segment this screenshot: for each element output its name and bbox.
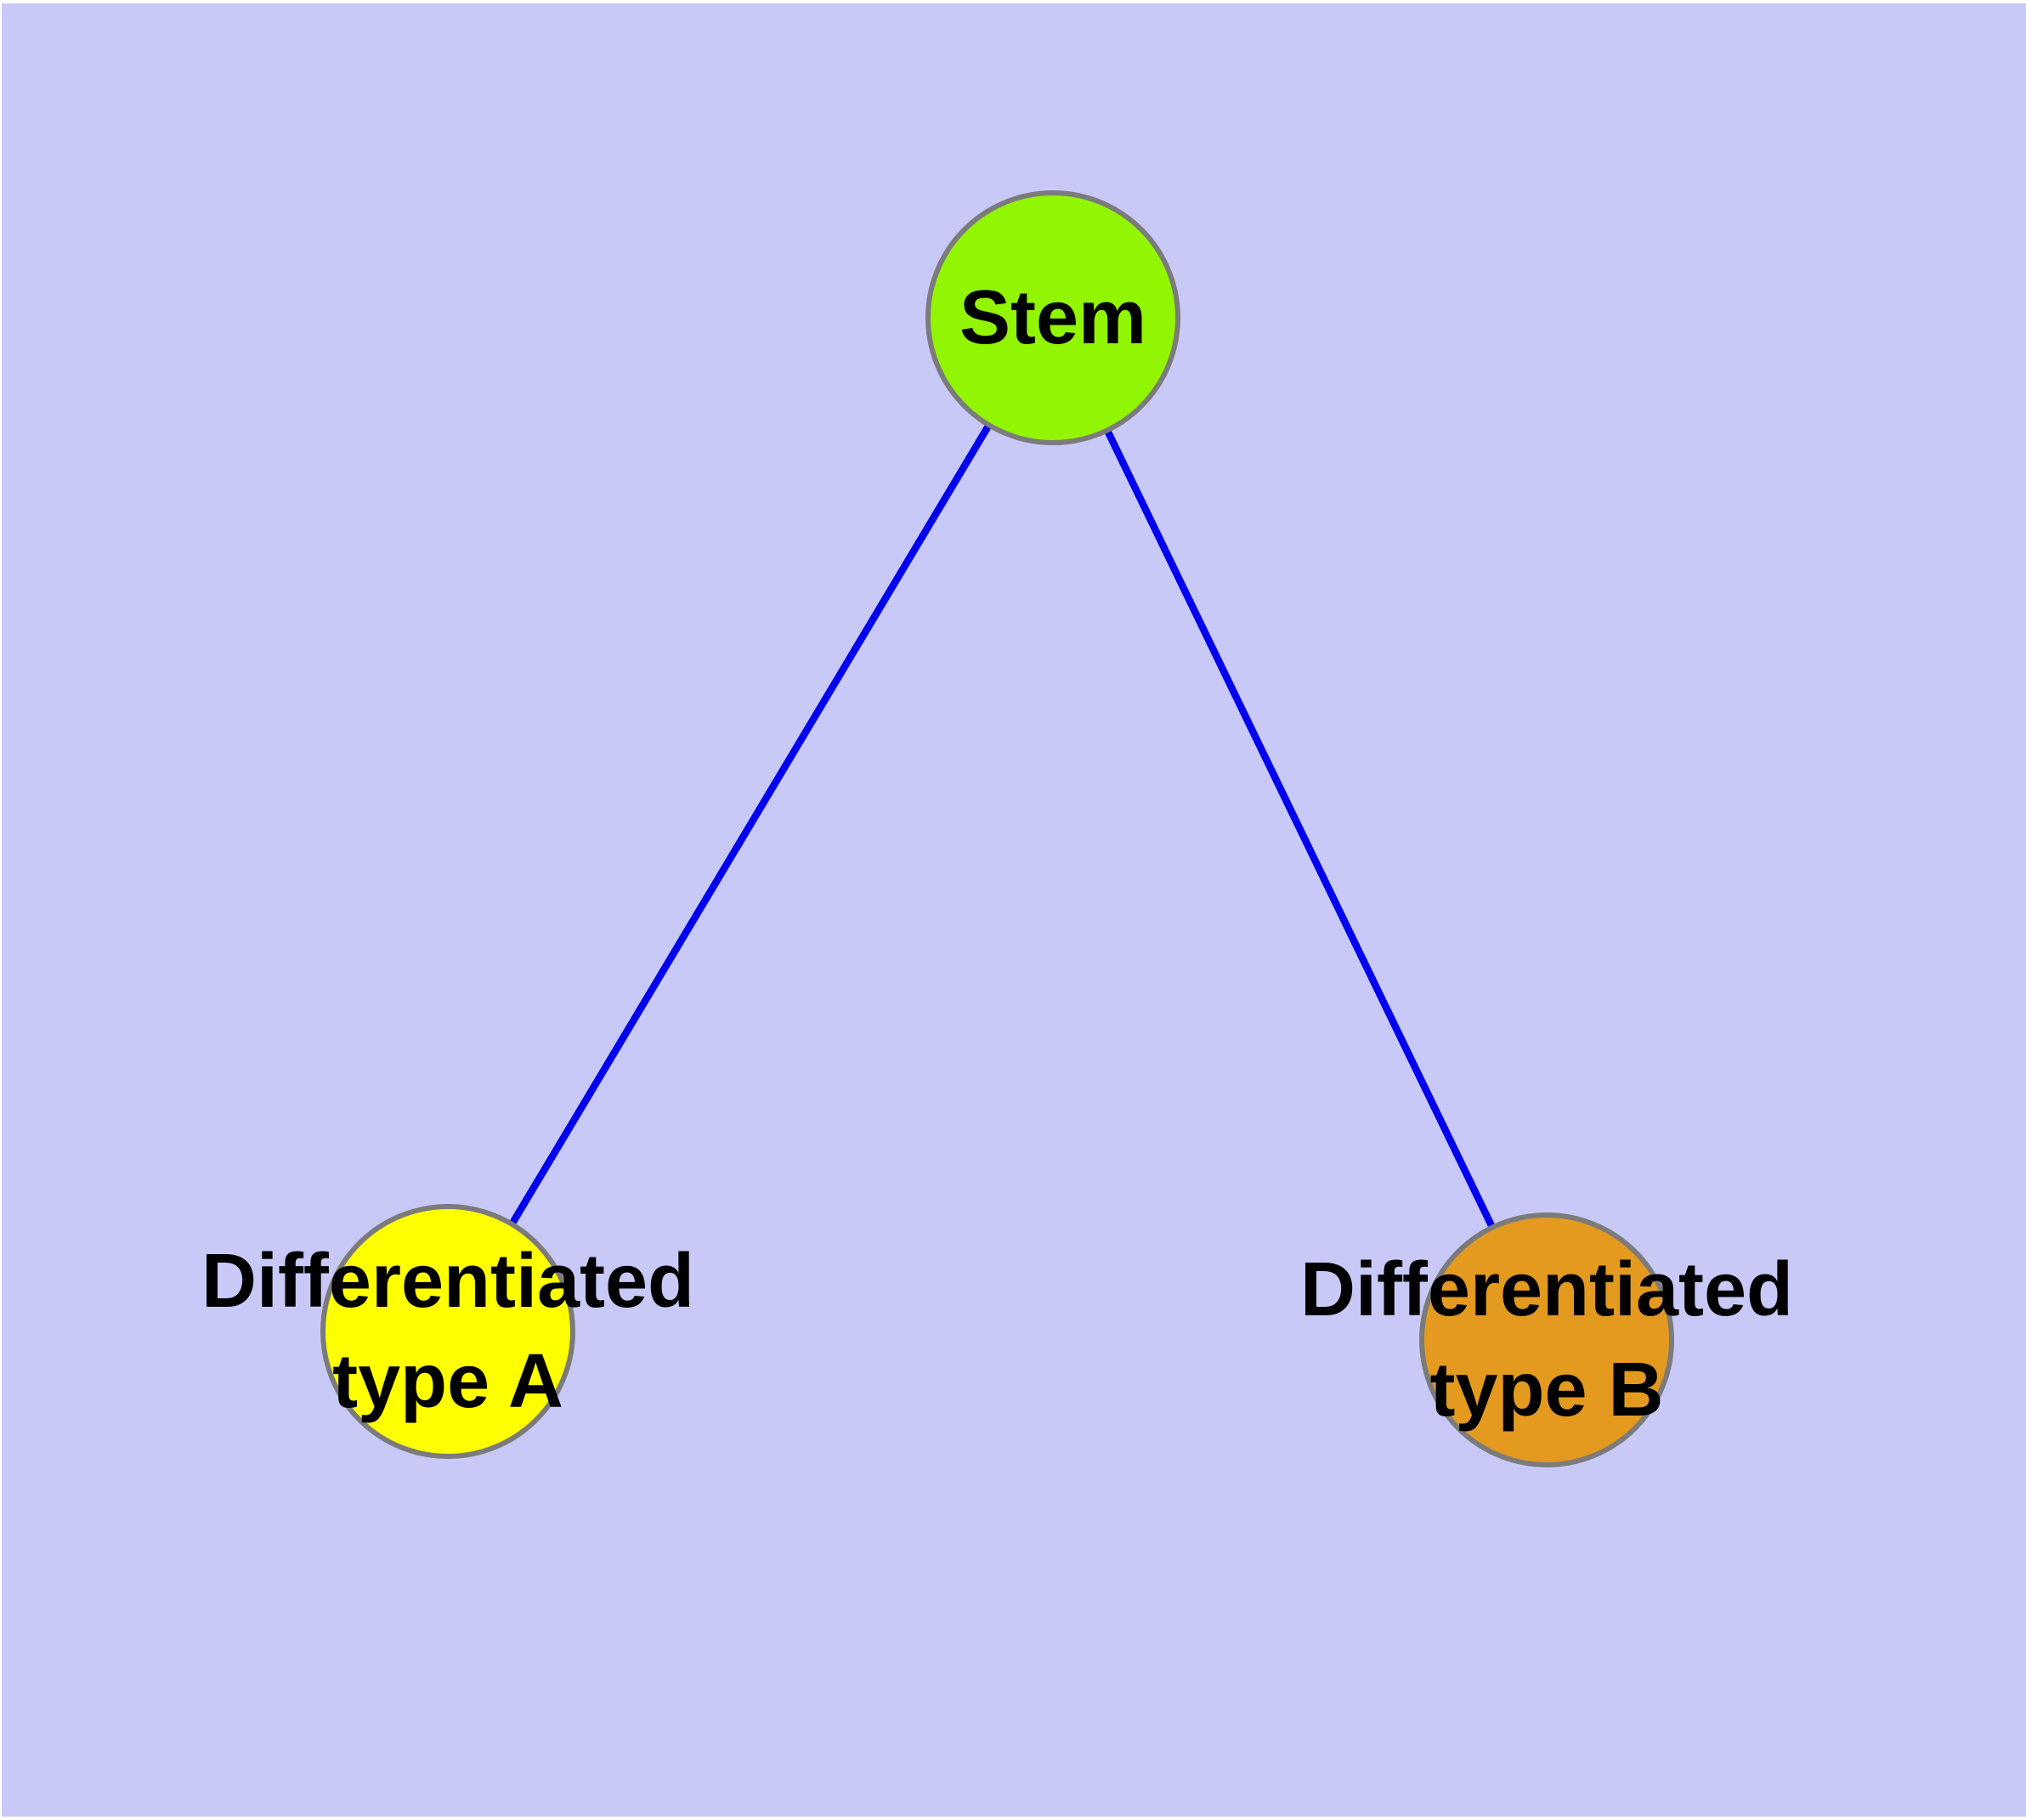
edge-stem-to-type-a [448,318,1053,1331]
node-differentiated-type-a [320,1204,575,1459]
node-differentiated-type-b [1419,1212,1674,1467]
node-stem [925,190,1180,445]
diagram-canvas: Stem Differentiated type A Differentiate… [2,3,2026,1817]
edge-stem-to-type-b [1053,318,1547,1340]
